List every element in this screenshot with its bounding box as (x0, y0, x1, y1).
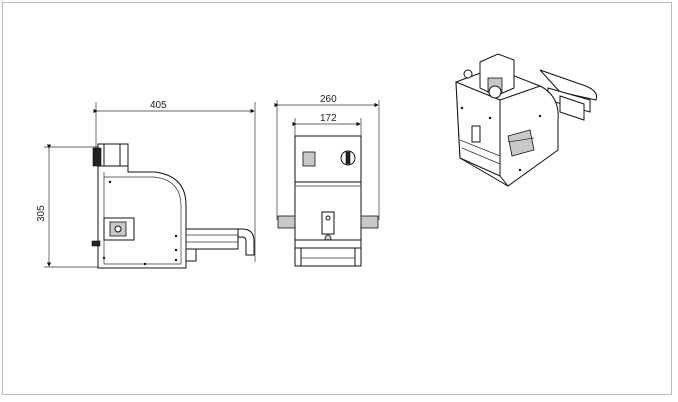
top-clamp-block (97, 143, 129, 167)
right-leg (354, 247, 362, 267)
dimension-label-172: 172 (320, 113, 337, 124)
left-leg (294, 247, 302, 267)
guide-rails (185, 228, 239, 250)
dimension-label-405: 405 (150, 100, 167, 111)
iso-front-slot (471, 125, 481, 143)
rail-bend (237, 228, 255, 256)
isometric-view (455, 53, 598, 187)
width-dimension-405: 405 (93, 100, 256, 262)
lower-knob (91, 240, 101, 247)
iso-rail-top (539, 69, 598, 101)
main-housing (97, 165, 187, 269)
iso-side-clamp (507, 129, 535, 157)
front-view: 260 172 (274, 94, 380, 267)
front-slot (321, 211, 335, 235)
left-side-tab (277, 215, 296, 229)
side-view: 405 305 (36, 100, 256, 269)
dimension-label-305: 305 (36, 205, 47, 222)
dimension-label-260: 260 (320, 94, 337, 105)
height-dimension-305: 305 (36, 144, 104, 268)
indicator-switch (302, 151, 316, 167)
right-side-tab (360, 215, 379, 229)
side-knob (92, 147, 102, 167)
width-dimension-260: 260 (274, 94, 380, 220)
